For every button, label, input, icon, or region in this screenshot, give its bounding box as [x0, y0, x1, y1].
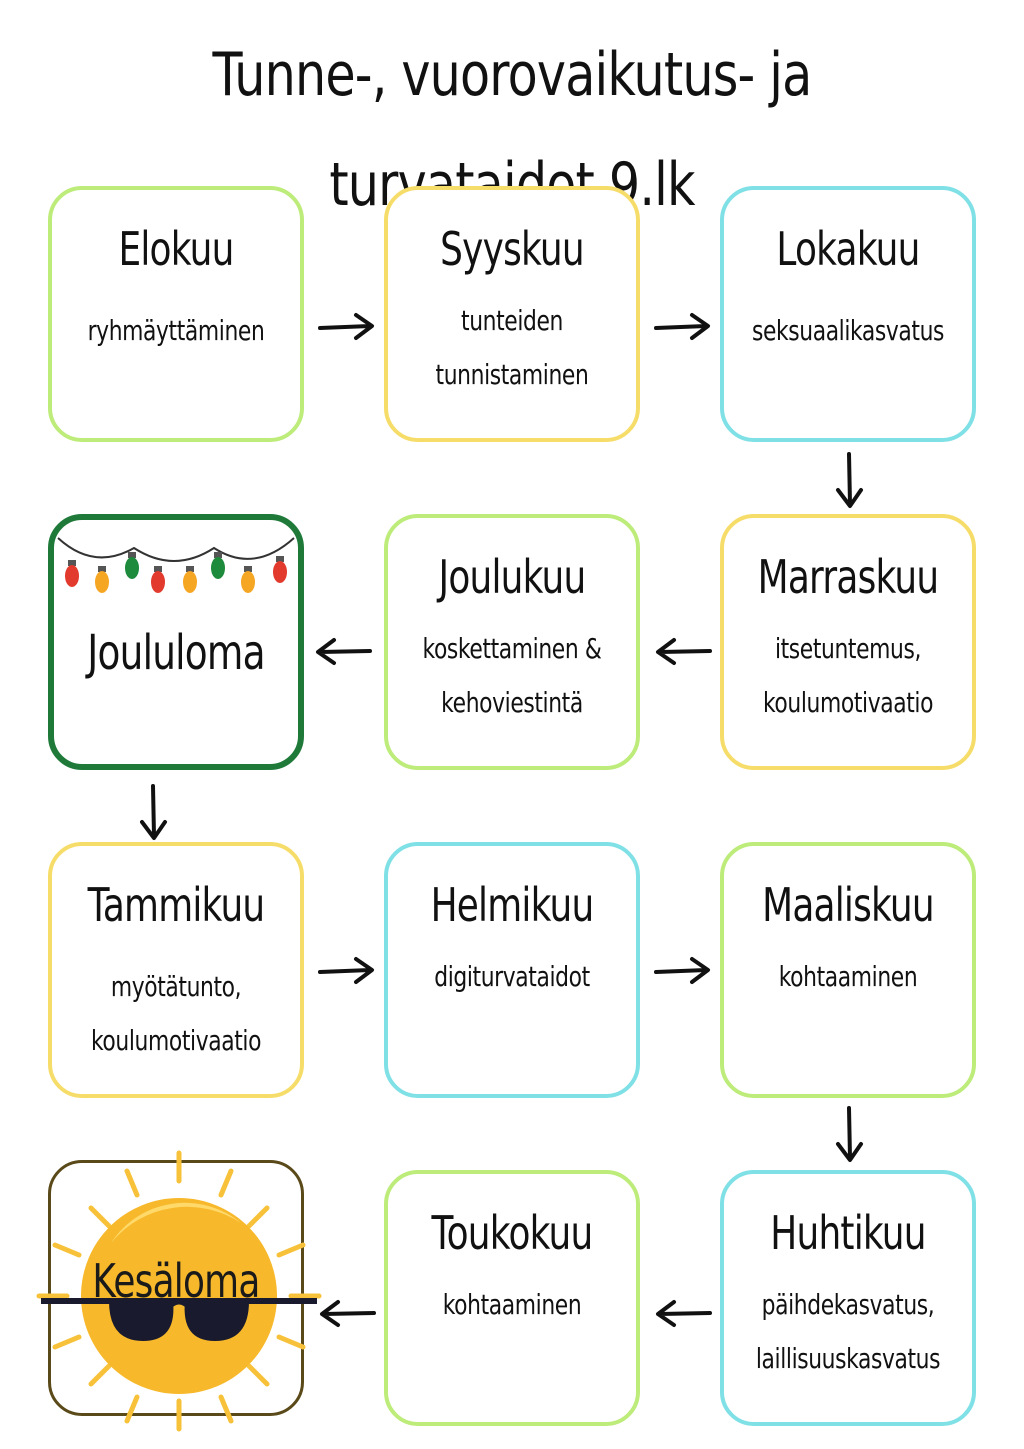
arrow-right-icon [318, 957, 374, 984]
month-name: Elokuu [118, 222, 234, 276]
month-topic: koskettaminen & kehoviestintä [422, 632, 602, 719]
arrow-right-icon [654, 957, 710, 984]
month-topic: kohtaaminen [442, 1288, 582, 1321]
month-name: Marraskuu [757, 550, 939, 604]
month-name: Lokakuu [776, 222, 920, 276]
month-card-marraskuu: Marraskuu itsetuntemus, koulumotivaatio [720, 514, 976, 770]
month-name: Tammikuu [87, 878, 266, 932]
month-card-maaliskuu: Maaliskuu kohtaaminen [720, 842, 976, 1098]
month-name: Joulukuu [438, 550, 587, 604]
month-topic: itsetuntemus, koulumotivaatio [762, 632, 934, 719]
month-name: Toukokuu [431, 1206, 594, 1260]
month-topic: tunteiden tunnistaminen [435, 304, 589, 391]
month-card-elokuu: Elokuu ryhmäyttäminen [48, 186, 304, 442]
arrow-down-icon [836, 1106, 863, 1162]
holiday-label: Joululoma [87, 625, 265, 681]
month-name: Maaliskuu [762, 878, 934, 932]
month-topic: myötätunto, koulumotivaatio [90, 970, 262, 1057]
christmas-lights-icon [57, 537, 295, 593]
month-name: Helmikuu [430, 878, 595, 932]
month-topic: digiturvataidot [434, 960, 590, 993]
month-topic: seksuaalikasvatus [751, 314, 945, 347]
month-topic: päihdekasvatus, laillisuuskasvatus [755, 1288, 941, 1375]
month-card-huhtikuu: Huhtikuu päihdekasvatus, laillisuuskasva… [720, 1170, 976, 1426]
sun-sunglasses-icon [36, 1150, 322, 1432]
arrow-left-icon [656, 1300, 712, 1327]
month-card-lokakuu: Lokakuu seksuaalikasvatus [720, 186, 976, 442]
holiday-card-joululoma: Joululoma [48, 514, 304, 770]
page-title: Tunne-, vuorovaikutus- ja turvataidot 9.… [212, 40, 812, 220]
arrow-down-icon [140, 784, 167, 840]
month-name: Syyskuu [440, 222, 584, 276]
arrow-left-icon [316, 638, 372, 665]
month-card-syyskuu: Syyskuu tunteiden tunnistaminen [384, 186, 640, 442]
month-topic: ryhmäyttäminen [87, 314, 265, 347]
month-card-joulukuu: Joulukuu koskettaminen & kehoviestintä [384, 514, 640, 770]
arrow-right-icon [318, 313, 374, 340]
arrow-left-icon [320, 1300, 376, 1327]
arrow-down-icon [836, 452, 863, 508]
month-card-helmikuu: Helmikuu digiturvataidot [384, 842, 640, 1098]
month-topic: kohtaaminen [778, 960, 918, 993]
holiday-label: Kesäloma [92, 1254, 260, 1308]
month-name: Huhtikuu [770, 1206, 926, 1260]
arrow-left-icon [656, 638, 712, 665]
holiday-card-kesaloma: Kesäloma [36, 1150, 322, 1432]
month-card-toukokuu: Toukokuu kohtaaminen [384, 1170, 640, 1426]
month-card-tammikuu: Tammikuu myötätunto, koulumotivaatio [48, 842, 304, 1098]
arrow-right-icon [654, 313, 710, 340]
